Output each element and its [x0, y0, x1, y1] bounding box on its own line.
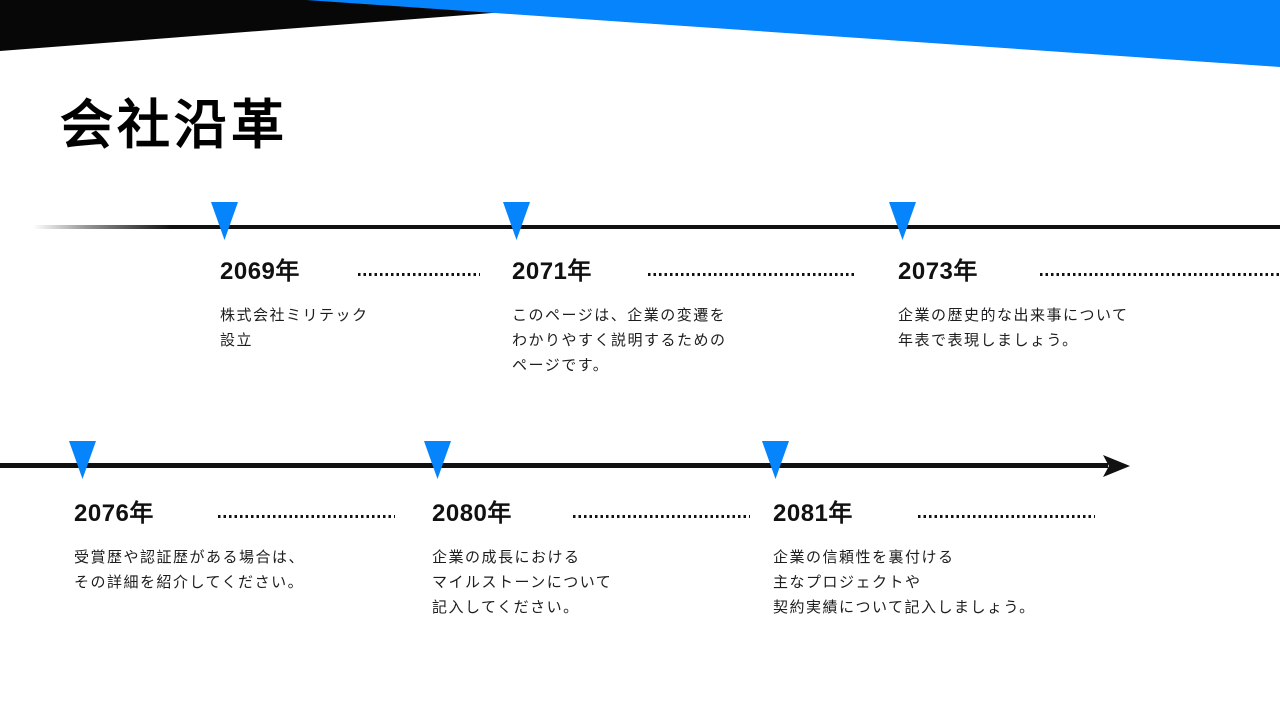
dotted-leader-line — [218, 515, 395, 518]
timeline-marker-icon — [762, 441, 789, 479]
timeline-item-description: このページは、企業の変遷を わかりやすく説明するための ページです。 — [512, 307, 727, 374]
dotted-leader-line — [573, 515, 750, 518]
timeline-marker-icon — [211, 202, 238, 240]
timeline-marker-icon — [69, 441, 96, 479]
timeline-item-year: 2080年 — [432, 500, 512, 527]
timeline-item-description: 企業の信頼性を裏付ける 主なプロジェクトや 契約実績について記入しましょう。 — [773, 549, 1036, 616]
timeline-item-year: 2073年 — [898, 258, 978, 285]
dotted-leader-line — [918, 515, 1095, 518]
timeline-item-year: 2081年 — [773, 500, 853, 527]
timeline-item-description: 企業の歴史的な出来事について 年表で表現しましょう。 — [898, 307, 1129, 349]
timeline-item-year: 2071年 — [512, 258, 592, 285]
timeline-item-description: 受賞歴や認証歴がある場合は、 その詳細を紹介してください。 — [74, 549, 306, 591]
timeline-item-year: 2076年 — [74, 500, 154, 527]
timeline-item-description: 株式会社ミリテック 設立 — [220, 307, 369, 349]
timeline-item-description: 企業の成長における マイルストーンについて 記入してください。 — [432, 549, 613, 616]
timeline-marker-icon — [424, 441, 451, 479]
page-title: 会社沿革 — [60, 96, 288, 155]
dotted-leader-line — [648, 273, 856, 276]
timeline-marker-icon — [889, 202, 916, 240]
timeline-line-upper — [33, 225, 1280, 229]
timeline-item-year: 2069年 — [220, 258, 300, 285]
timeline-marker-icon — [503, 202, 530, 240]
dotted-leader-line — [358, 273, 480, 276]
dotted-leader-line — [1040, 273, 1280, 276]
timeline-line-lower — [0, 463, 1108, 468]
